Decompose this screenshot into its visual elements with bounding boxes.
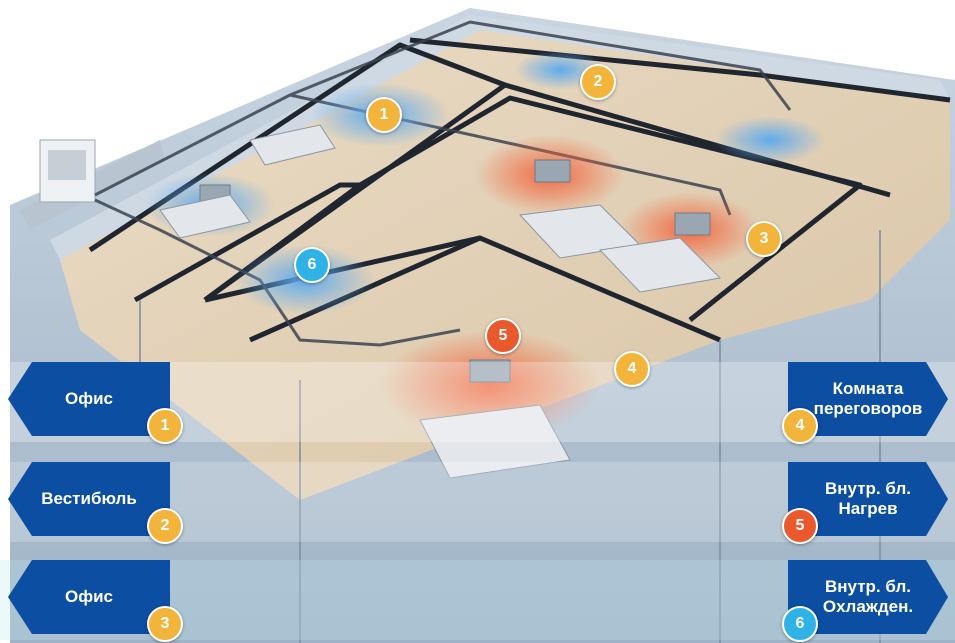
legend-badge-5: 5 [782, 508, 818, 544]
map-badge-1: 1 [366, 97, 402, 133]
indoor-units [199, 159, 711, 383]
legend-badge-1: 1 [147, 408, 183, 444]
map-badge-4: 4 [614, 351, 650, 387]
legend-badge-2: 2 [147, 508, 183, 544]
outdoor-unit [20, 139, 165, 230]
legend-label-line: переговоров [813, 399, 923, 418]
legend-label-line: Внутр. бл. [825, 479, 911, 498]
legend-label-office-3: Офис [8, 560, 170, 634]
legend-label-line: Нагрев [838, 499, 898, 518]
legend-label-line: Охлажден. [822, 597, 914, 616]
legend-label-text: Офис [64, 587, 113, 606]
legend-badge-4: 4 [782, 408, 818, 444]
legend-label-text: Офис [64, 389, 113, 408]
legend-badge-6: 6 [782, 606, 818, 642]
map-badge-2: 2 [580, 64, 616, 100]
legend-label-line: Комната [832, 379, 904, 398]
map-badge-5: 5 [485, 318, 521, 354]
legend-label-lobby-2: Вестибюль [8, 462, 170, 536]
legend-badge-3: 3 [147, 606, 183, 642]
map-badge-6: 6 [294, 247, 330, 283]
legend-label-office-1: Офис [8, 362, 170, 436]
legend-label-line: Внутр. бл. [825, 577, 911, 596]
legend-label-indoor-heating-5: Внутр. бл. Нагрев [788, 462, 948, 536]
map-badge-3: 3 [746, 221, 782, 257]
furniture [159, 124, 722, 479]
legend-label-text: Вестибюль [41, 489, 137, 508]
